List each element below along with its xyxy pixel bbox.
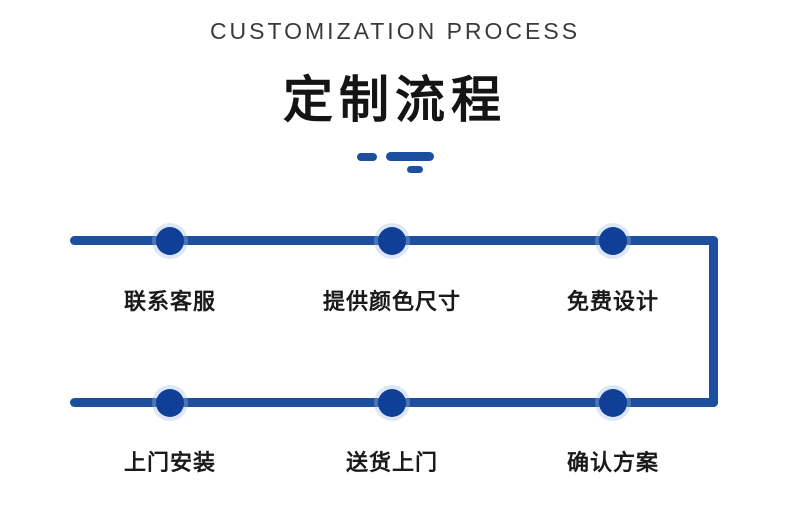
step-label-onsite-install: 上门安装 xyxy=(123,450,217,475)
step-dot xyxy=(378,227,406,255)
step-dot xyxy=(156,227,184,255)
step-label-home-delivery: 送货上门 xyxy=(345,450,439,475)
dash-icon xyxy=(407,166,423,173)
step-dot xyxy=(156,389,184,417)
step-dot xyxy=(599,389,627,417)
step-label-contact-service: 联系客服 xyxy=(123,289,217,314)
step-label-free-design: 免费设计 xyxy=(566,289,660,314)
section-subtitle: CUSTOMIZATION PROCESS xyxy=(209,18,581,44)
dash-icon xyxy=(356,152,377,161)
decorative-divider xyxy=(0,152,790,173)
section-title: 定制流程 xyxy=(283,72,507,128)
step-dot xyxy=(599,227,627,255)
step-dot xyxy=(378,389,406,417)
dash-icon xyxy=(385,152,434,161)
step-label-provide-color-size: 提供颜色尺寸 xyxy=(322,289,462,314)
divider-row-top xyxy=(356,152,434,161)
step-label-confirm-plan: 确认方案 xyxy=(566,450,660,475)
flow-line-right xyxy=(709,236,718,407)
